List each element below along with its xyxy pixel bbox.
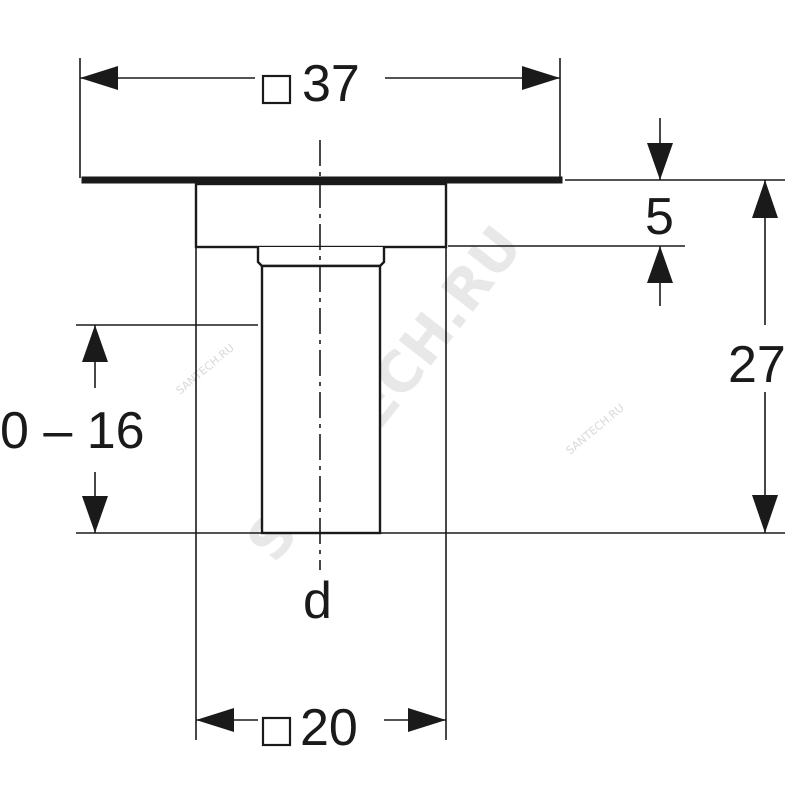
- watermark-small-left: SANTECH.RU: [174, 341, 237, 397]
- arrow-plate-down: [647, 143, 673, 180]
- square-symbol-top: [261, 74, 292, 105]
- arrow-bottom-left: [196, 708, 234, 732]
- arrow-adjust-down: [82, 496, 108, 533]
- arrow-plate-up: [647, 246, 673, 283]
- square-symbol-bottom: [261, 716, 292, 747]
- arrow-top-left: [80, 66, 118, 90]
- pipe-body: [260, 264, 382, 535]
- arrow-total-up: [752, 180, 778, 218]
- dim-top-width: 37: [302, 55, 360, 113]
- watermark-small-right: SANTECH.RU: [564, 401, 627, 457]
- arrow-adjust-up: [82, 325, 108, 362]
- arrow-bottom-right: [408, 708, 446, 732]
- arrow-total-down: [752, 495, 778, 533]
- dim-pipe-diameter: d: [303, 572, 332, 630]
- dim-plate-height: 5: [645, 188, 674, 246]
- dim-total-height: 27: [728, 336, 786, 394]
- flange-body: [194, 182, 448, 249]
- cover-plate: [81, 176, 563, 184]
- pipe-collar: [256, 247, 386, 268]
- dim-adjust-range: 0 – 16: [0, 402, 145, 460]
- arrow-top-right: [522, 66, 560, 90]
- dim-bottom-width: 20: [300, 699, 358, 757]
